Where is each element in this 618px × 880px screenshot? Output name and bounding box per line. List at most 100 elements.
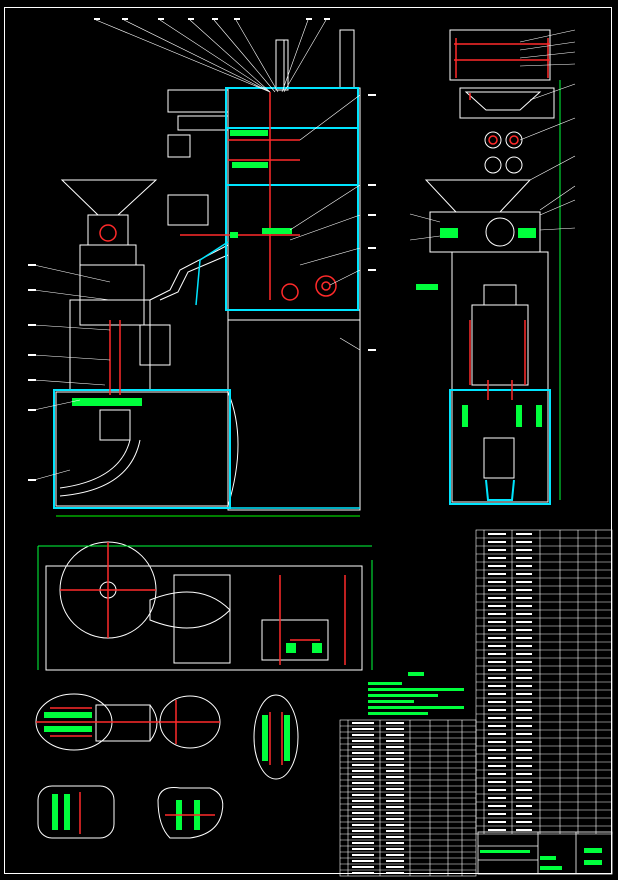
parts-table-cell-text [516,797,532,799]
bom-table-cell-text [386,812,404,814]
bom-table-cell-text [386,818,404,820]
parts-table-cell-text [516,701,532,703]
parts-table-cell-text [516,557,532,559]
bom-table-cell-text [352,782,374,784]
bom-table-cell-text [352,794,374,796]
parts-table-cell-text [516,597,532,599]
parts-table-cell-text [488,637,506,639]
bom-table-cell-text [386,740,404,742]
parts-table-cell-text [488,613,506,615]
bom-table-cell-text [352,776,374,778]
bom-table-cell-text [386,800,404,802]
parts-table-cell-text [488,805,506,807]
bom-table-cell-text [352,800,374,802]
parts-table-cell-text [516,685,532,687]
bom-table-cell-text [352,770,374,772]
front-leader-lines [33,19,361,481]
parts-table-cell-text [516,669,532,671]
parts-table-cell-text [488,605,506,607]
parts-table-cell-text [488,685,506,687]
bom-table-cell-text [352,722,374,724]
bom-table-cell-text [352,848,374,850]
bom-table-cell-text [386,836,404,838]
parts-table-cell-text [488,781,506,783]
bom-table-cell-text [352,842,374,844]
parts-table-cell-text [488,677,506,679]
front-drive-shaft [99,92,337,395]
detail-3-shaft [269,712,283,765]
bom-table-cell-text [386,752,404,754]
parts-table-cell-text [488,757,506,759]
bom-table-cell-text [352,758,374,760]
bom-table-cell-text [352,866,374,868]
parts-table-cell-text [488,629,506,631]
bom-table-cell-text [352,734,374,736]
parts-table-cell-text [488,573,506,575]
title-block [477,831,613,875]
parts-table-cell-text [488,565,506,567]
tech-requirements [368,672,464,715]
parts-table-cell-text [516,789,532,791]
side-elevation-view [424,29,555,503]
parts-table-cell-text [516,741,532,743]
bom-table-cell-text [352,824,374,826]
bom-table-cell-text [386,728,404,730]
parts-table-cell-text [488,821,506,823]
parts-table-cell-text [516,829,532,831]
bom-table-cell-text [386,746,404,748]
bom-table-cell-text [352,872,374,874]
parts-table-cell-text [516,749,532,751]
plan-dimension-lines [37,545,373,670]
bom-table-cell-text [352,818,374,820]
parts-table-cell-text [488,765,506,767]
parts-table-cell-text [516,573,532,575]
parts-table-cell-text [488,749,506,751]
parts-table-cell-text [488,541,506,543]
parts-table-cell-text [516,653,532,655]
front-elevation-view [55,29,361,517]
bom-table-cell-text [386,854,404,856]
parts-table-cell-text [488,813,506,815]
parts-table-cell-text [516,589,532,591]
bom-table [339,719,477,877]
parts-table-cell-text [488,533,506,535]
parts-table-cell-text [488,829,506,831]
bom-table-cell-text [386,734,404,736]
parts-table-cell-text [516,757,532,759]
parts-table-cell-text [516,781,532,783]
parts-table-cell-text [488,645,506,647]
detail-2-shaft [160,700,220,744]
bom-table-cell-text [352,806,374,808]
parts-table-cell-text [516,541,532,543]
side-housing-outline [449,389,551,505]
parts-table-cell-text [516,717,532,719]
parts-table-cell-text [516,733,532,735]
bom-table-cell-text [386,830,404,832]
parts-table-cell-text [516,605,532,607]
title-block-marks [480,848,602,870]
parts-table-cell-text [516,709,532,711]
parts-table-cell-text [516,645,532,647]
detail-1-marks [44,712,92,732]
bom-table-cell-text [386,842,404,844]
drawing-frame [4,7,612,874]
parts-table-cell-text [516,661,532,663]
bom-table-cell-text [386,758,404,760]
plan-shaft [60,542,346,665]
parts-table-cell-text [516,637,532,639]
bom-table-cell-text [386,764,404,766]
bom-table-cell-text [352,788,374,790]
bom-table-cell-text [352,812,374,814]
bom-table-cell-text [386,860,404,862]
front-balloon-ticks [28,18,376,481]
side-leader-lines [409,29,576,241]
front-housing-outline [53,87,360,509]
detail-4-marks [52,794,70,830]
bom-table-cell-text [352,830,374,832]
bom-table-cell-text [352,854,374,856]
bom-table-cell-text [386,866,404,868]
side-bearing-marks [416,80,561,500]
parts-table-cell-text [488,549,506,551]
parts-table-cell-text [488,709,506,711]
